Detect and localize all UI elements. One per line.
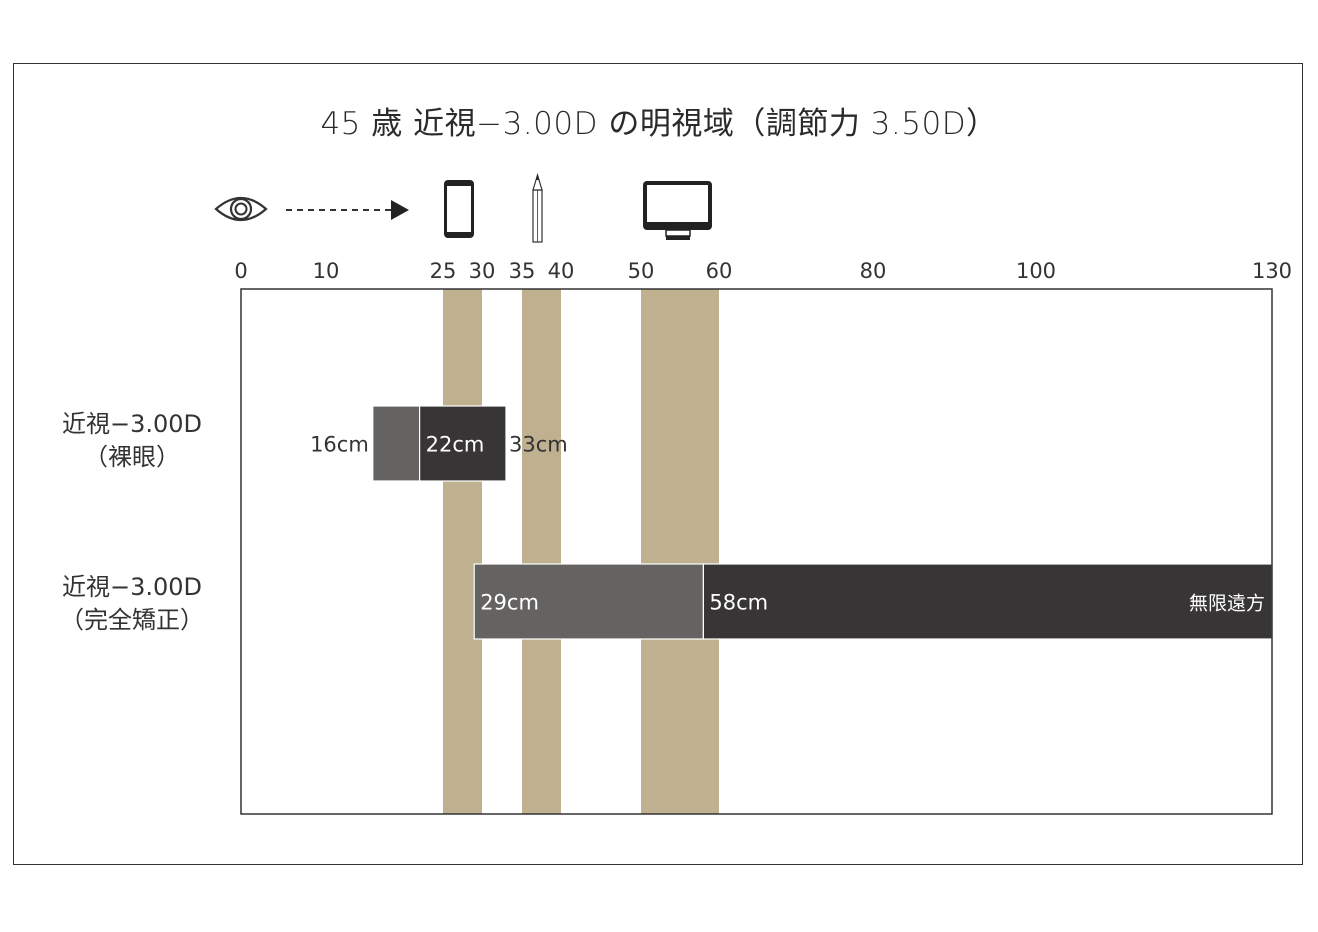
range-bar-segment xyxy=(419,405,507,482)
x-tick-label: 30 xyxy=(469,259,496,283)
x-tick-label: 35 xyxy=(509,259,536,283)
range-bar-segment xyxy=(372,405,421,482)
row-label-naked-eye: 近視−3.00D （裸眼） xyxy=(32,408,232,474)
bar-value-label: 無限遠方 xyxy=(1189,593,1265,615)
range-bar-segment xyxy=(473,563,705,640)
plot-area xyxy=(240,288,1273,815)
smartphone-icon xyxy=(444,180,474,238)
band-monitor xyxy=(641,289,719,814)
row-label-full-correction: 近視−3.00D （完全矯正） xyxy=(32,571,232,637)
x-tick-label: 50 xyxy=(628,259,655,283)
device-bands xyxy=(443,289,719,814)
x-tick-label: 40 xyxy=(548,259,575,283)
figure-frame xyxy=(13,63,1303,865)
x-tick-label: 25 xyxy=(430,259,457,283)
row-label-full-correction-line2: （完全矯正） xyxy=(60,606,204,634)
pencil-icon xyxy=(532,172,543,243)
monitor-icon xyxy=(643,181,712,240)
row-label-naked-eye-line2: （裸眼） xyxy=(84,443,180,471)
x-tick-label: 10 xyxy=(313,259,340,283)
eye-icon xyxy=(214,196,268,222)
band-pencil xyxy=(522,289,561,814)
x-tick-label: 80 xyxy=(860,259,887,283)
band-smartphone xyxy=(443,289,482,814)
arrow-icon xyxy=(286,200,409,220)
x-tick-label: 100 xyxy=(1016,259,1056,283)
device-icons xyxy=(214,172,712,243)
bar-value-label: 33cm xyxy=(509,433,568,457)
chart-title: 45 歳 近視−3.00D の明視域（調節力 3.50D） xyxy=(320,106,998,142)
range-bars: 16cm 22cm 33cm 29cm 58cm 無限遠方 xyxy=(310,405,1273,640)
row-label-full-correction-line1: 近視−3.00D xyxy=(61,573,203,601)
x-axis-ticks: 0 10 25 30 35 40 50 60 80 100 130 xyxy=(234,259,1292,283)
bar-value-label: 58cm xyxy=(709,591,768,615)
x-tick-label: 130 xyxy=(1252,259,1292,283)
bar-value-label: 22cm xyxy=(426,433,485,457)
x-tick-label: 60 xyxy=(706,259,733,283)
range-bar-segment xyxy=(702,563,1273,640)
x-tick-label: 0 xyxy=(234,259,247,283)
row-label-naked-eye-line1: 近視−3.00D xyxy=(61,410,203,438)
bar-value-label: 16cm xyxy=(310,433,369,457)
bar-value-label: 29cm xyxy=(480,591,539,615)
